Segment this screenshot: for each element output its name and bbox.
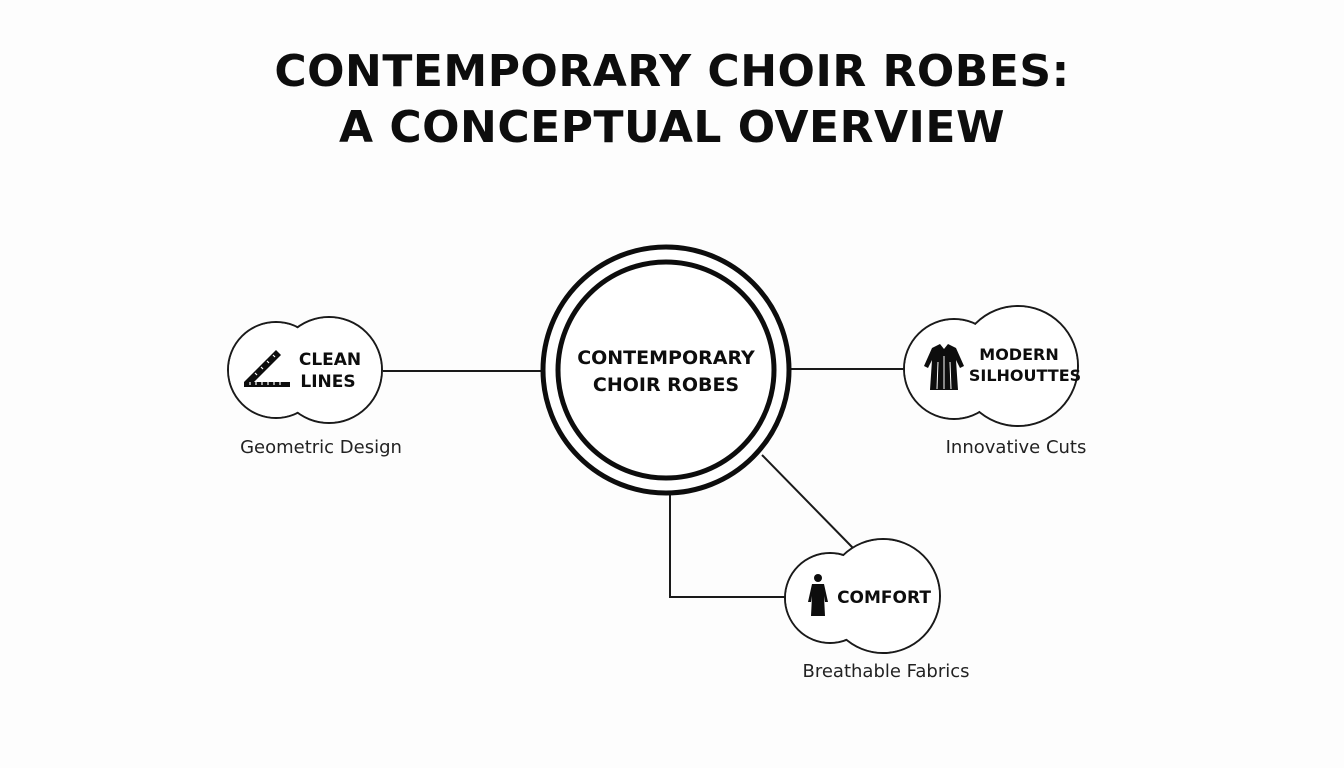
connector-comfort-diagonal (761, 454, 854, 549)
robe-icon (924, 344, 964, 390)
title-line-1: CONTEMPORARY CHOIR ROBES: (274, 46, 1070, 97)
node-modern-silhouettes-label-line-1: MODERN (979, 345, 1058, 364)
node-modern-silhouettes: MODERN SILHOUTTES Innovative Cuts (903, 305, 1087, 458)
connector-comfort-elbow (669, 492, 790, 598)
node-clean-lines-label-line-1: CLEAN (299, 350, 361, 370)
node-comfort-caption: Breathable Fabrics (802, 661, 969, 682)
node-clean-lines-cloud-fill (229, 318, 381, 422)
node-comfort: COMFORT Breathable Fabrics (784, 538, 970, 682)
node-clean-lines-caption: Geometric Design (240, 437, 402, 458)
node-comfort-cloud-fill (786, 540, 939, 652)
center-node-label-line-2: CHOIR ROBES (593, 374, 739, 396)
title-line-2: A CONCEPTUAL OVERVIEW (338, 102, 1005, 153)
center-node-label-line-1: CONTEMPORARY (577, 347, 755, 369)
node-modern-silhouettes-caption: Innovative Cuts (946, 437, 1087, 458)
node-clean-lines: CLEAN LINES Geometric Design (227, 316, 402, 458)
center-node-inner-ring (555, 259, 777, 481)
connectors (383, 368, 906, 598)
node-modern-silhouettes-label-line-2: SILHOUTTES (969, 366, 1081, 385)
ruler-icon (244, 350, 290, 387)
page-title: CONTEMPORARY CHOIR ROBES: A CONCEPTUAL O… (0, 44, 1344, 156)
node-clean-lines-label-line-2: LINES (300, 372, 355, 392)
figure-icon (808, 574, 828, 616)
node-comfort-label: COMFORT (837, 588, 931, 608)
center-node: CONTEMPORARY CHOIR ROBES (540, 244, 792, 496)
